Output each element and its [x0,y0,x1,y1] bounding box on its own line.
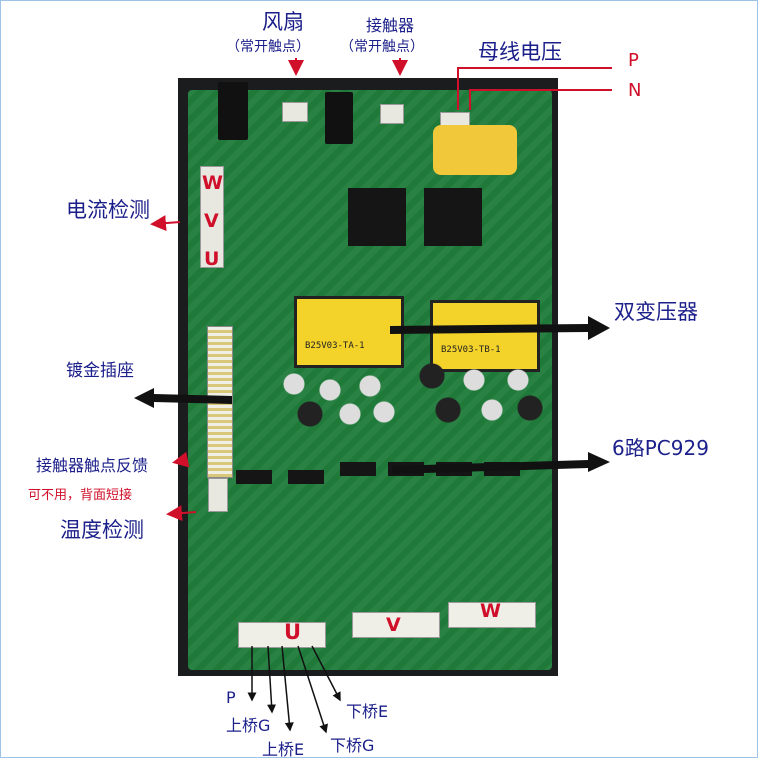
gold-socket-label: 镀金插座 [66,361,134,381]
phase-u-label: U [204,248,220,270]
relay-contactor [325,92,353,144]
transformer-left-mark: B25V03-TA-1 [305,341,365,351]
pin-lower-e-line [311,645,341,702]
contactor-sub-label: （常开触点） [340,39,424,55]
contactor-label: 接触器 [366,16,415,35]
pin-upper-e-label: 上桥E [262,740,305,759]
pin-p-label: P [226,688,236,707]
pin-upper-e-line [281,645,294,732]
socket-arrow [134,388,232,408]
heatsink-right [424,188,482,246]
phase-v-label: V [204,210,219,232]
dual-transformer-label: 双变压器 [614,300,698,324]
transformer-arrow [390,316,610,340]
connector-w [448,602,536,628]
output-u-label: U [284,620,302,644]
pin-lower-g-line [297,645,328,734]
temp-arrow [166,505,197,522]
connector-contactor [380,104,404,124]
ic-row-lower [236,470,336,484]
pin-lower-g-label: 下桥G [330,736,375,755]
pin-upper-g-line [267,645,277,714]
connector-fan [282,102,308,122]
transformer-left: B25V03-TA-1 [294,296,404,368]
pc929-label: 6路PC929 [612,436,709,460]
capacitor-bank-right [418,362,548,428]
connector-v [352,612,440,638]
feedback-arrow [172,451,190,468]
p-line [457,67,612,110]
relay-fan [218,82,248,140]
pin-upper-g-label: 上桥G [226,716,271,735]
pin-lower-e-label: 下桥E [346,702,389,721]
pc929-arrow [392,452,610,474]
transformer-right-mark: B25V03-TB-1 [441,345,501,355]
fan-label: 风扇 [262,10,304,34]
heatsink-left [348,188,406,246]
current-connector [200,166,224,268]
film-capacitor [433,125,517,175]
unused-note-label: 可不用，背面短接 [28,488,133,503]
capacitor-bank-left [280,370,400,428]
fan-sub-label: （常开触点） [226,39,310,55]
output-v-label: V [386,614,401,636]
n-line [469,89,612,110]
bus-voltage-label: 母线电压 [478,40,562,64]
contactor-feedback-label: 接触器触点反馈 [36,456,149,475]
output-w-label: W [480,600,501,622]
current-arrow [150,215,181,232]
temperature-label: 温度检测 [60,518,144,542]
current-detect-label: 电流检测 [66,198,150,222]
phase-w-label: W [202,172,223,194]
bus-n-label: N [628,80,642,101]
bus-p-label: P [628,50,639,71]
temp-connector [208,478,228,512]
